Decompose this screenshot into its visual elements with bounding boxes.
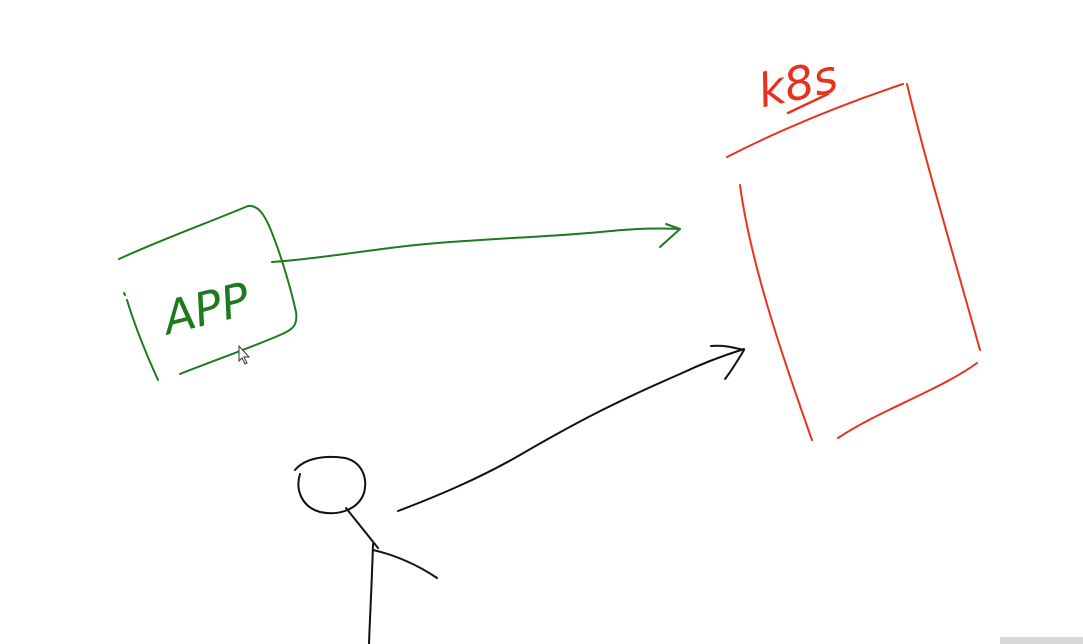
k8s-box: k8s: [726, 49, 981, 441]
app-label: APP: [155, 272, 256, 346]
cursor-shape: [238, 344, 251, 365]
person-arm: [372, 549, 438, 579]
app-to-k8s-line: [271, 227, 681, 263]
app-to-k8s-arrowhead: [659, 223, 681, 248]
k8s-box-right: [906, 83, 981, 351]
mouse-pointer-icon: [238, 344, 251, 365]
app-box: APP: [118, 204, 298, 381]
person-to-k8s-line: [397, 348, 745, 512]
app-to-k8s-arrow: [271, 223, 681, 263]
horizontal-scrollbar[interactable]: [1000, 637, 1083, 644]
k8s-box-bottom: [837, 362, 978, 439]
person-to-k8s-arrowhead: [710, 344, 745, 380]
k8s-label-underline: [786, 92, 830, 115]
k8s-box-top: [726, 83, 904, 158]
k8s-box-left: [739, 184, 813, 441]
person-head: [294, 455, 367, 515]
stick-person: [294, 455, 438, 644]
person-to-k8s-arrow: [397, 344, 745, 512]
app-box-outline: [118, 204, 298, 381]
person-body: [368, 543, 374, 644]
person-neck: [345, 507, 379, 549]
